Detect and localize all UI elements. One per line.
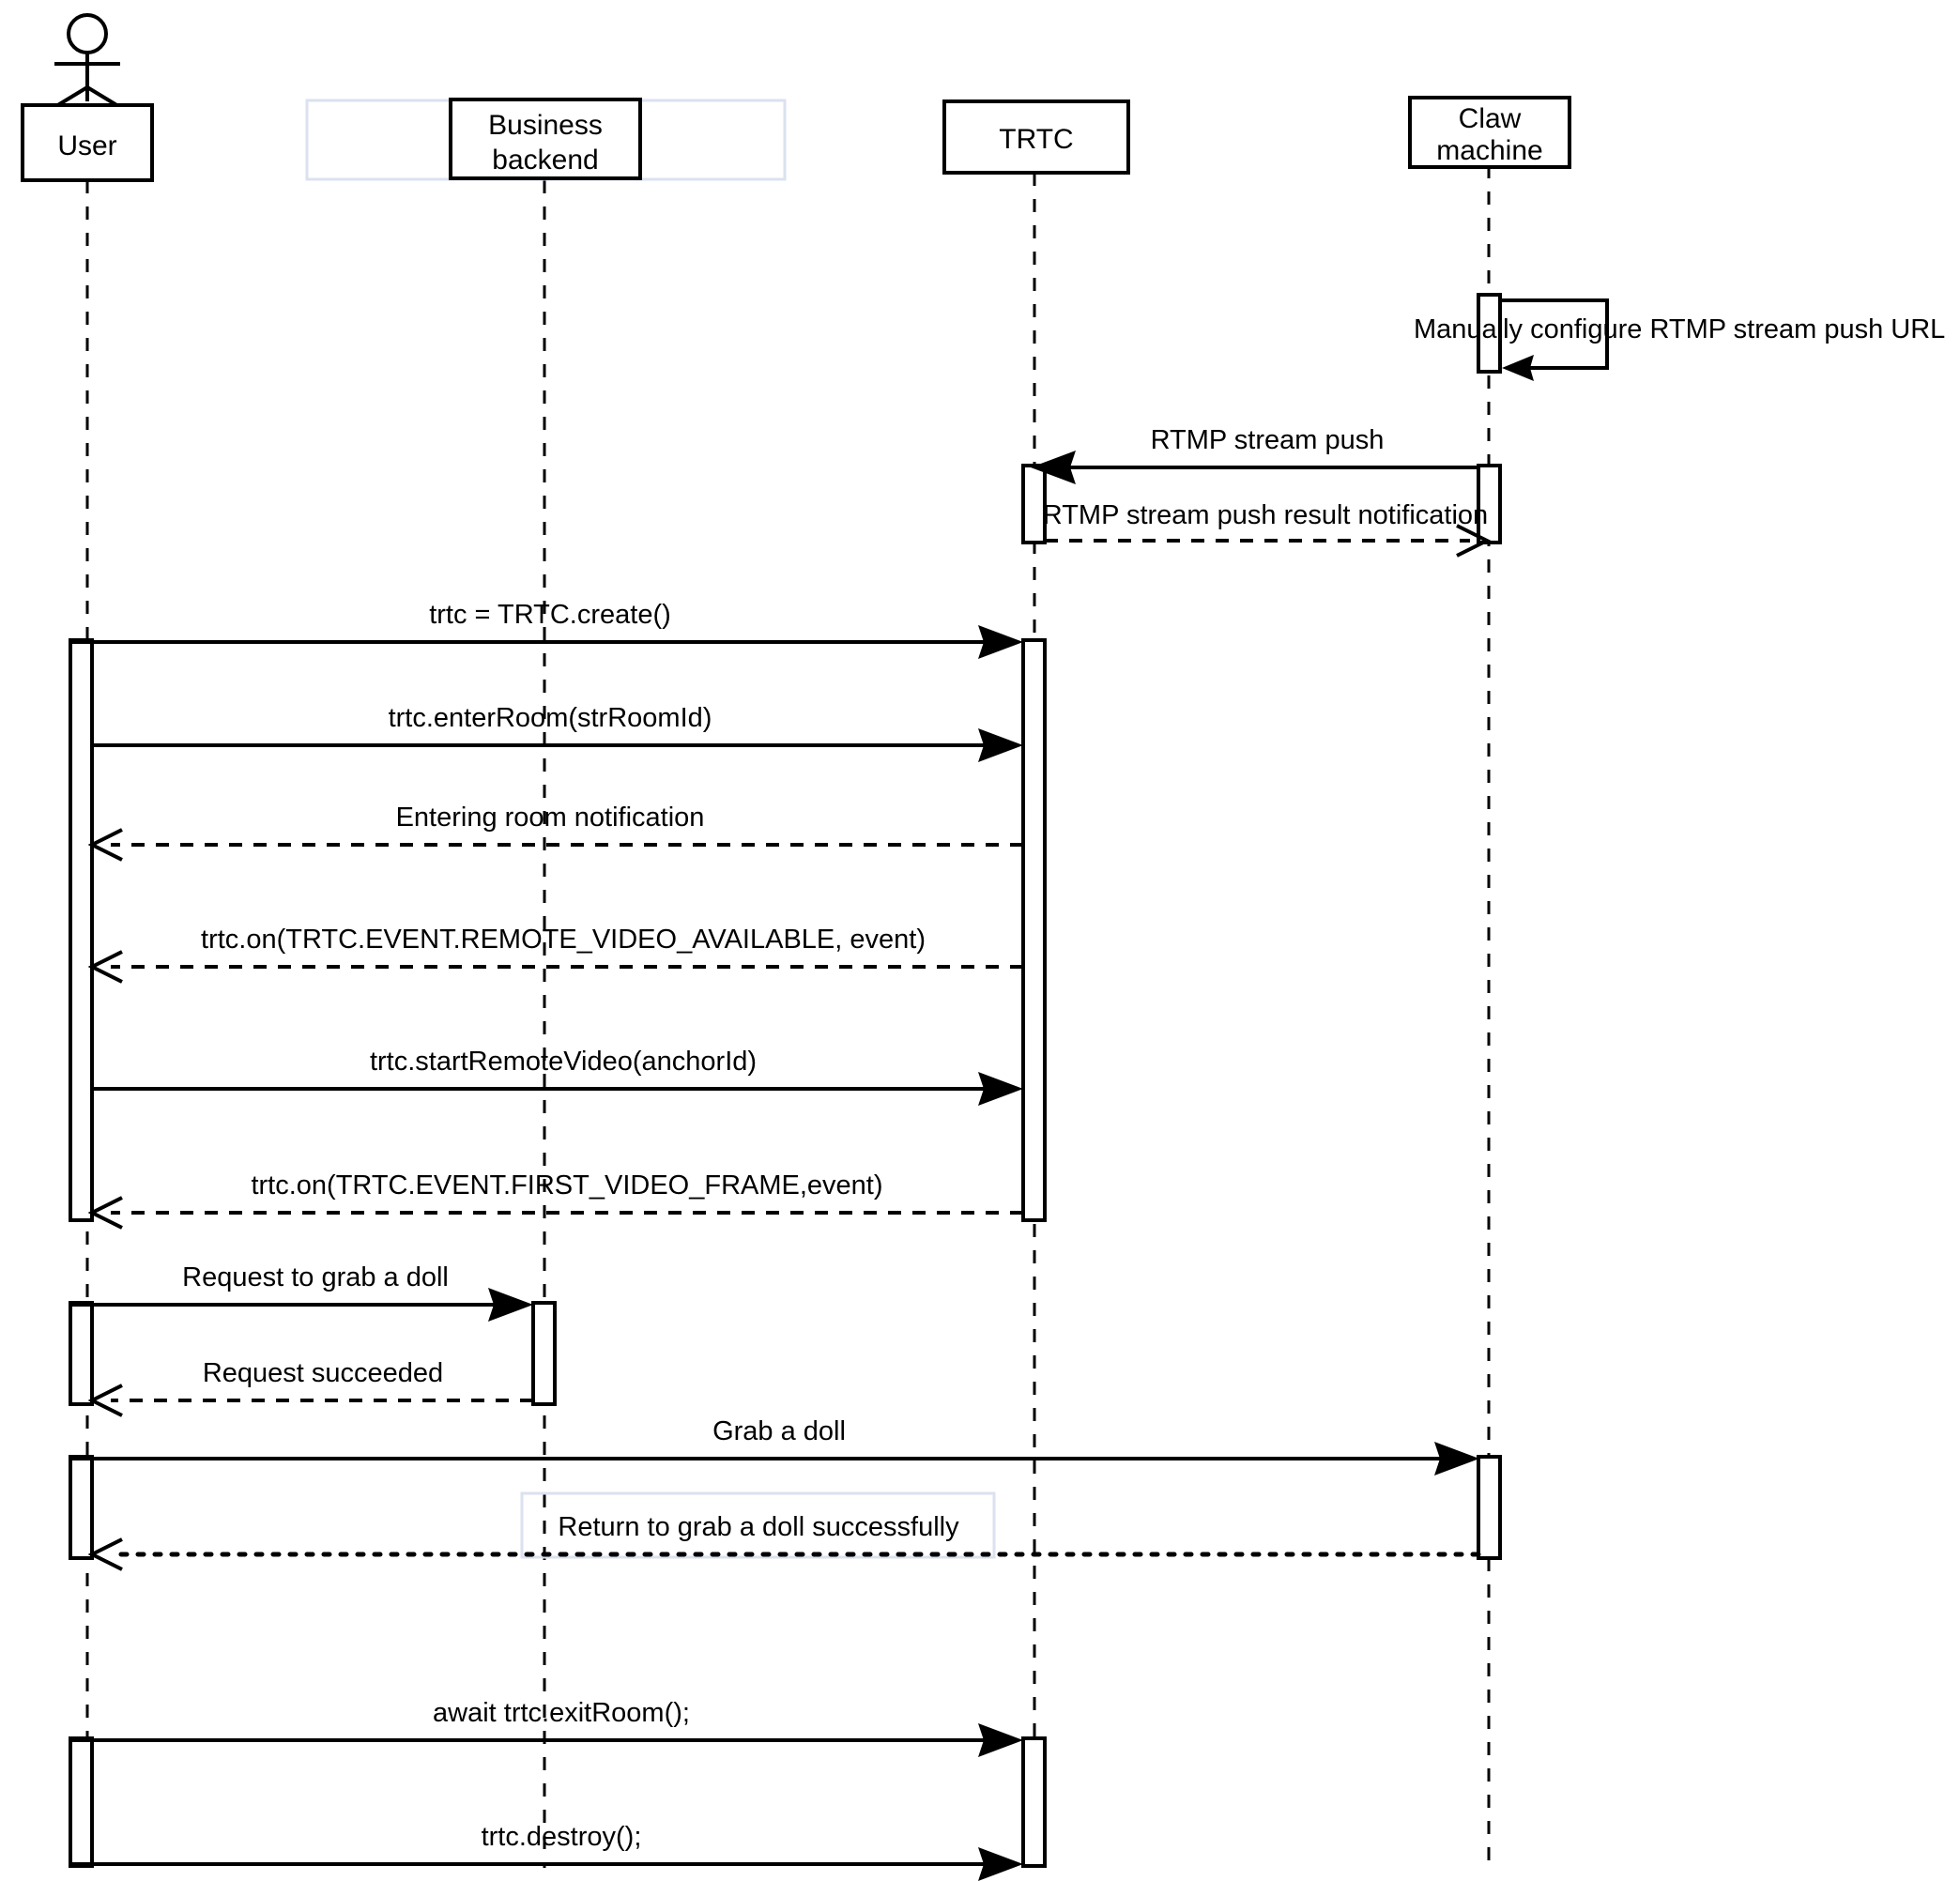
message-label-13: Return to grab a doll successfully — [558, 1512, 959, 1542]
message-rtmp-stream-push[interactable]: RTMP stream push — [1031, 425, 1478, 484]
participant-label-backend-line2: backend — [492, 145, 598, 176]
arrowhead-filled-rtmp-push — [1031, 451, 1076, 484]
message-arrow-self-claw — [1500, 298, 1609, 370]
message-label-10: Request to grab a doll — [182, 1262, 449, 1292]
message-trtc-create[interactable]: trtc = TRTC.create() — [70, 600, 1023, 659]
arrowhead-open-return-grab-doll — [87, 1537, 123, 1571]
message-manually-configure-rtmp-url[interactable]: Manually configure RTMP stream push URL — [1414, 298, 1945, 381]
message-exit-room[interactable]: await trtc.exitRoom(); — [70, 1698, 1023, 1757]
activation-user-teardown — [69, 1736, 94, 1868]
participant-box-backend[interactable] — [449, 98, 642, 180]
participant-label-claw-line1: Claw — [1459, 103, 1522, 134]
lifelines-group — [85, 165, 1491, 1868]
actor-leg-left-icon — [54, 85, 89, 108]
participant-label-user: User — [57, 130, 116, 161]
message-label-15: trtc.destroy(); — [482, 1822, 642, 1852]
participant-head-user[interactable]: User — [21, 13, 154, 182]
arrowhead-filled-destroy — [978, 1847, 1023, 1881]
arrowhead-open-remote-video-available — [87, 950, 123, 984]
participant-label-backend-line1: Business — [488, 110, 603, 141]
message-start-remote-video[interactable]: trtc.startRemoteVideo(anchorId) — [92, 1047, 1023, 1106]
message-label-6: Entering room notification — [396, 803, 705, 833]
participant-label-trtc: TRTC — [999, 124, 1073, 155]
activation-trtc-rtmp — [1021, 464, 1047, 544]
activation-claw-rtmp — [1477, 464, 1502, 544]
arrowhead-filled-request-grab-doll — [488, 1288, 533, 1322]
arrowhead-filled-enter-room — [978, 728, 1023, 762]
actor-head-icon — [67, 13, 108, 54]
message-return-grab-doll-successfully[interactable]: Return to grab a doll successfully — [87, 1512, 1481, 1571]
message-label-2: RTMP stream push — [1151, 425, 1385, 455]
message-label-4: trtc = TRTC.create() — [429, 600, 671, 630]
participant-head-trtc[interactable]: TRTC — [942, 99, 1130, 175]
arrowhead-filled-grab-a-doll — [1434, 1442, 1479, 1476]
activation-trtc-teardown — [1021, 1736, 1047, 1868]
selection-box-return-grab-doll — [520, 1491, 996, 1559]
message-label-12: Grab a doll — [712, 1416, 846, 1446]
message-label-11: Request succeeded — [203, 1358, 443, 1388]
message-grab-a-doll[interactable]: Grab a doll — [70, 1416, 1479, 1476]
arrowhead-open-request-succeeded — [87, 1384, 123, 1417]
message-first-video-frame[interactable]: trtc.on(TRTC.EVENT.FIRST_VIDEO_FRAME,eve… — [87, 1170, 1023, 1230]
message-label-7: trtc.on(TRTC.EVENT.REMOTE_VIDEO_AVAILABL… — [201, 925, 926, 955]
message-request-grab-doll[interactable]: Request to grab a doll — [70, 1262, 533, 1322]
arrowhead-open-rtmp-result — [1456, 524, 1492, 558]
arrowhead-filled-trtc-create — [978, 625, 1023, 659]
message-label-8: trtc.startRemoteVideo(anchorId) — [370, 1047, 757, 1077]
message-request-succeeded[interactable]: Request succeeded — [87, 1358, 533, 1417]
arrowhead-filled-start-remote-video — [978, 1072, 1023, 1106]
message-enter-room[interactable]: trtc.enterRoom(strRoomId) — [92, 703, 1023, 762]
message-destroy[interactable]: trtc.destroy(); — [70, 1822, 1023, 1881]
activation-user-session — [69, 638, 94, 1222]
arrowhead-open-entering-room — [87, 828, 123, 862]
message-remote-video-available[interactable]: trtc.on(TRTC.EVENT.REMOTE_VIDEO_AVAILABL… — [87, 925, 1023, 984]
participant-box-trtc[interactable] — [942, 99, 1130, 175]
arrowhead-open-first-video-frame — [87, 1196, 123, 1230]
activation-user-grab — [69, 1455, 94, 1560]
message-label-5: trtc.enterRoom(strRoomId) — [389, 703, 712, 733]
message-label-3: RTMP stream push result notification — [1043, 500, 1488, 530]
activation-trtc-session — [1021, 638, 1047, 1222]
arrowhead-filled-exit-room — [978, 1723, 1023, 1757]
actor-leg-right-icon — [85, 85, 120, 108]
message-label-14: await trtc.exitRoom(); — [433, 1698, 690, 1728]
participant-head-backend[interactable]: Business backend — [449, 98, 642, 180]
message-entering-room-notification[interactable]: Entering room notification — [87, 803, 1023, 862]
arrowhead-filled-self-claw — [1502, 355, 1534, 381]
activation-user-request — [69, 1301, 94, 1406]
participant-label-claw-line2: machine — [1436, 135, 1542, 166]
activation-backend-request — [531, 1301, 557, 1406]
message-label-9: trtc.on(TRTC.EVENT.FIRST_VIDEO_FRAME,eve… — [251, 1170, 882, 1200]
activation-claw-self — [1477, 293, 1502, 374]
activation-claw-grab — [1477, 1455, 1502, 1560]
participant-head-claw[interactable]: Claw machine — [1408, 96, 1571, 169]
activation-bars-group — [69, 293, 1502, 1868]
participant-box-claw[interactable] — [1408, 96, 1571, 169]
participant-box-user[interactable] — [21, 103, 154, 182]
message-label-1: Manually configure RTMP stream push URL — [1414, 314, 1945, 344]
message-rtmp-result-notification[interactable]: RTMP stream push result notification — [1043, 500, 1492, 558]
